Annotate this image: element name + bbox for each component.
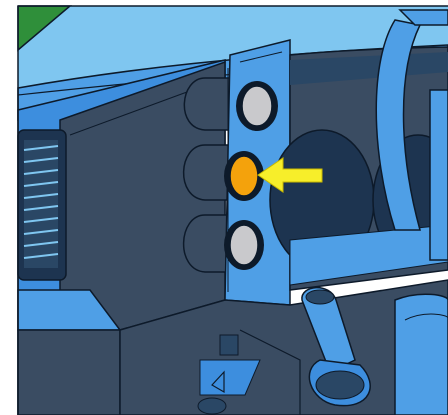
lower-left-trim (18, 290, 120, 415)
middle-switch-highlighted (224, 151, 264, 201)
air-vent (18, 130, 66, 280)
right-lower-trim (395, 294, 448, 415)
upper-switch (236, 81, 278, 131)
lower-switch (224, 220, 264, 270)
